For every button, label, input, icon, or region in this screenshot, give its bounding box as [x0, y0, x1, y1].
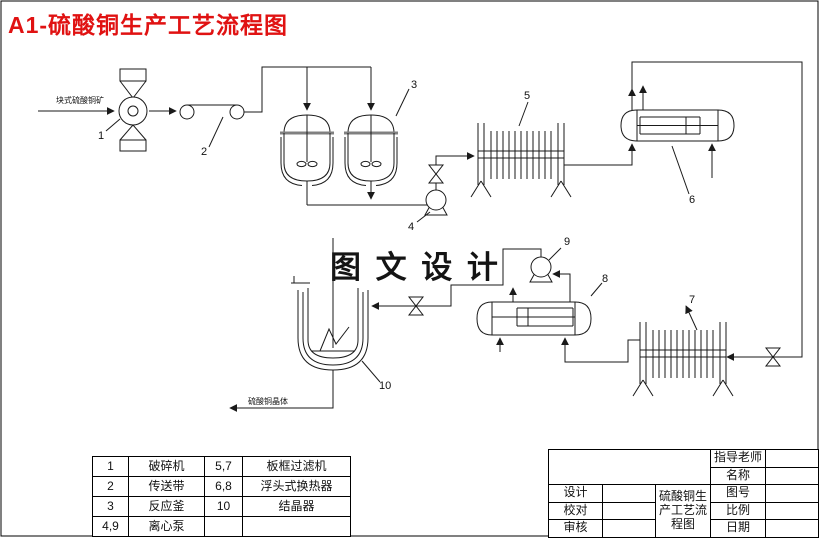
table-row: 名称: [549, 466, 820, 485]
label-filter2: 7: [689, 294, 695, 306]
drawing-title-cell: 硫酸铜生产工艺流程图: [654, 484, 712, 538]
reactor-2: [342, 113, 400, 188]
scale-label: 比例: [710, 501, 767, 520]
name-label: 名称: [710, 466, 767, 485]
titleblock-empty-cell: [547, 449, 712, 485]
plate-frame-filter-1: [470, 122, 572, 198]
legend-cell: [204, 516, 243, 537]
table-row: 2 传送带 6,8 浮头式换热器: [92, 476, 351, 497]
date-value: [765, 519, 820, 538]
table-row: 审核 日期: [548, 519, 820, 538]
audit-label: 审核: [548, 519, 603, 538]
crystallizer: [291, 238, 369, 371]
legend-cell: 结晶器: [242, 496, 351, 517]
feed-stream-label: 块式硫酸铜矿: [56, 95, 104, 105]
legend-cell: 板框过滤机: [242, 456, 351, 477]
label-pump2: 9: [564, 236, 570, 248]
advisor-value: [765, 449, 820, 468]
label-hx2: 8: [602, 273, 608, 285]
label-conveyor: 2: [201, 146, 207, 158]
design-value: [602, 484, 656, 503]
reactor-1: [278, 113, 336, 188]
check-label: 校对: [548, 501, 603, 520]
legend-cell: 浮头式换热器: [242, 476, 351, 497]
legend-cell: 2: [92, 476, 129, 497]
label-filter1: 5: [524, 90, 530, 102]
scale-value: [765, 501, 820, 520]
product-stream-label: 硫酸铜晶体: [248, 396, 288, 406]
name-value: [765, 466, 820, 485]
label-reactor: 3: [411, 79, 417, 91]
legend-cell: 4,9: [92, 516, 129, 537]
conveyor-belt: [179, 104, 245, 120]
legend-cell: 传送带: [128, 476, 205, 497]
design-label: 设计: [548, 484, 603, 503]
legend-cell: 3: [92, 496, 129, 517]
centrifugal-pump-1: [424, 189, 448, 216]
audit-value: [602, 519, 656, 538]
drawing-no-label: 图号: [710, 484, 767, 503]
watermark-text: 图 文 设 计: [330, 250, 501, 285]
legend-cell: 10: [204, 496, 243, 517]
leader-lines: [105, 88, 698, 383]
legend-cell: 破碎机: [128, 456, 205, 477]
table-row: 校对 比例: [548, 501, 820, 520]
legend-cell: 离心泵: [128, 516, 205, 537]
crusher: [118, 68, 148, 152]
date-label: 日期: [710, 519, 767, 538]
label-hx1: 6: [689, 194, 695, 206]
table-row: 1 破碎机 5,7 板框过滤机: [92, 456, 351, 477]
advisor-label: 指导老师: [710, 449, 767, 468]
piping: [38, 61, 803, 412]
label-crusher: 1: [98, 130, 104, 142]
legend-cell: 6,8: [204, 476, 243, 497]
table-row: 指导老师: [547, 449, 820, 485]
legend-cell: 5,7: [204, 456, 243, 477]
label-crystallizer: 10: [379, 380, 391, 392]
drawing-no-value: [765, 484, 820, 503]
page-title: A1-硫酸铜生产工艺流程图: [8, 12, 289, 38]
legend-cell: [242, 516, 351, 537]
table-row: 设计 硫酸铜生产工艺流程图 图号: [548, 484, 820, 538]
legend-cell: 1: [92, 456, 129, 477]
centrifugal-pump-2: [529, 256, 553, 283]
check-value: [602, 501, 656, 520]
table-row: 3 反应釜 10 结晶器: [92, 496, 351, 517]
legend-cell: 反应釜: [128, 496, 205, 517]
plate-frame-filter-2: [632, 321, 734, 397]
label-pump1: 4: [408, 221, 414, 233]
equipment-numbers: 1 2 3 4 5 6 7 8 9 10: [98, 79, 695, 392]
heat-exchanger-2: [476, 301, 592, 336]
equipment-legend-table: 1 破碎机 5,7 板框过滤机 2 传送带 6,8 浮头式换热器 3 反应釜 1…: [92, 456, 351, 537]
table-row: 4,9 离心泵: [92, 516, 351, 537]
title-block: 指导老师 名称 设计 硫酸铜生产工艺流程图 图号 校对 比例 审核 日期: [547, 449, 820, 538]
heat-exchanger-1: [620, 109, 735, 142]
valve-1: [428, 164, 444, 184]
